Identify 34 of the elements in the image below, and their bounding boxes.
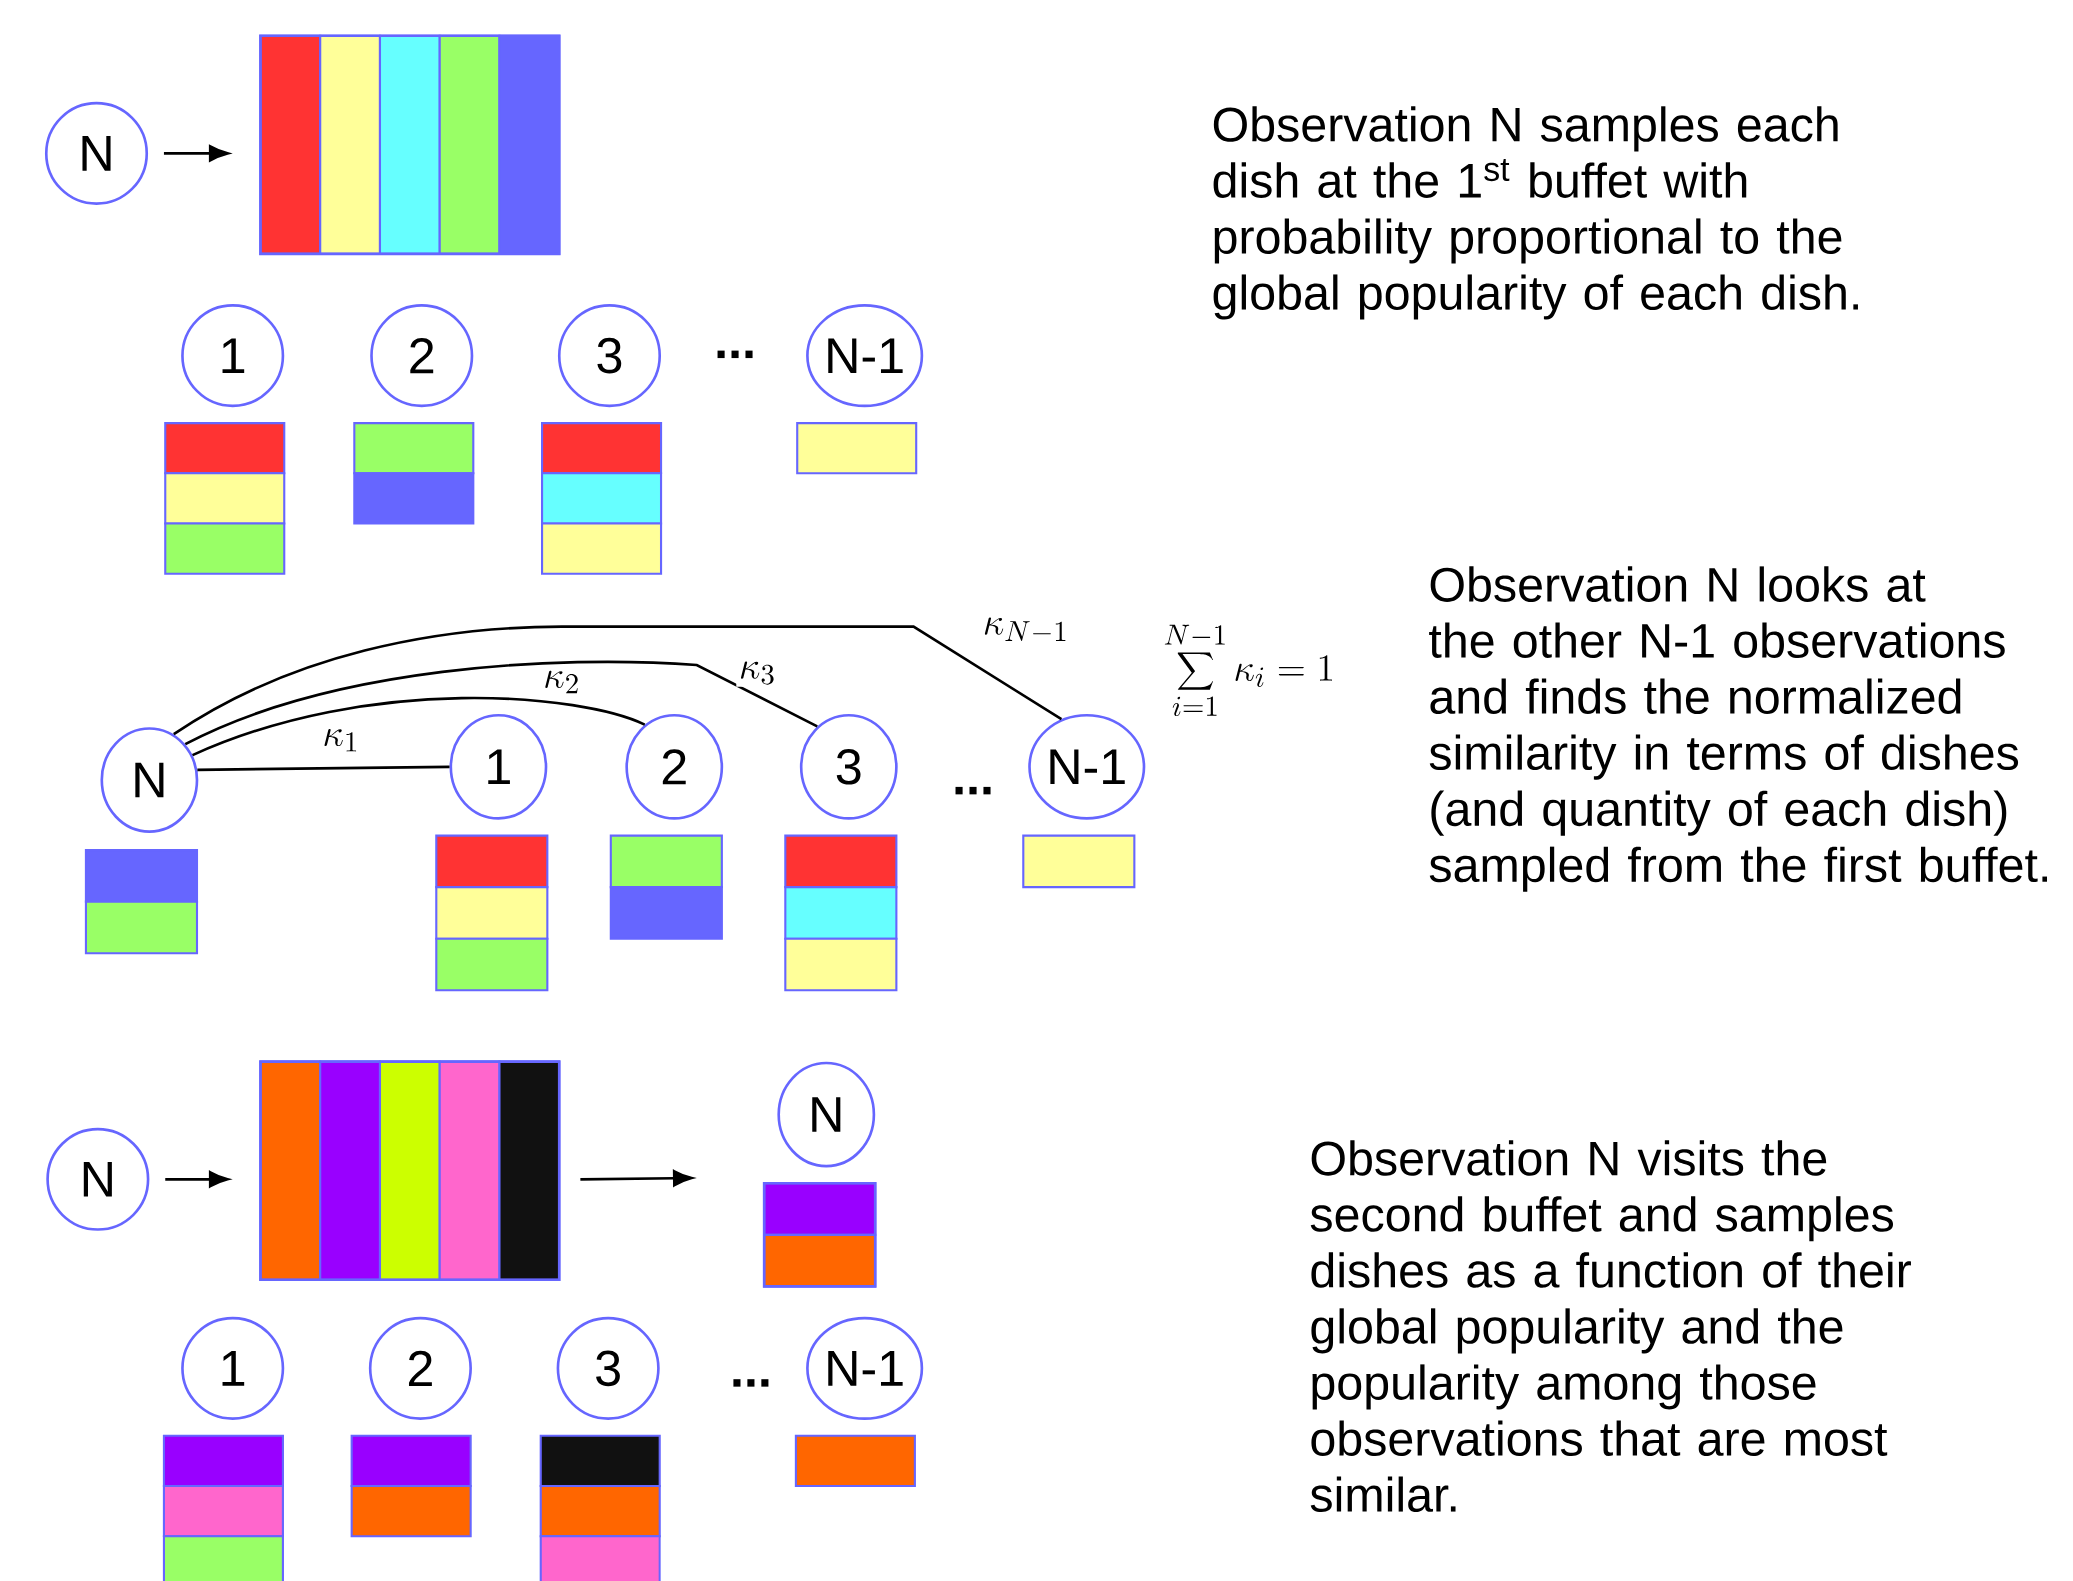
edge-label: $\kappa_2$ xyxy=(540,668,584,696)
circle-node: 1 xyxy=(181,1316,285,1420)
description-text: Observation N samples each dish at the 1$^{st}$ buffet with probability proportional to the global popularity of each dish. xyxy=(1213,106,1858,320)
edge-label: $\kappa_1$ xyxy=(319,726,363,754)
connector-line xyxy=(184,660,818,746)
circle-node: 3 xyxy=(556,1316,660,1420)
circle-node: N xyxy=(777,1061,876,1168)
description-text: Observation N visits the second buffet and samples dishes as a function of their global popularity and the popularity among those observations that are most similar. xyxy=(1310,1140,1911,1512)
circle-node: 3 xyxy=(557,304,662,408)
buffet-drawing xyxy=(259,1060,561,1281)
circle-node: N-1 xyxy=(806,1316,924,1420)
circle-node: N xyxy=(46,1127,150,1231)
connector-line xyxy=(197,765,450,772)
buffet-drawing xyxy=(259,34,561,256)
circle-node: N xyxy=(44,101,149,205)
circle-node: 1 xyxy=(449,713,548,820)
ellipsis: ... xyxy=(733,1379,769,1387)
circle-node: 3 xyxy=(799,713,898,820)
edge-label: $\kappa_3$ xyxy=(736,659,779,687)
circle-node: N xyxy=(100,727,199,833)
circle-node: 2 xyxy=(368,1316,472,1420)
circle-node: 2 xyxy=(370,304,474,408)
circle-node: N-1 xyxy=(806,304,924,408)
description-text: Observation N looks at the other N-1 observations and finds the normalized similarity in terms of dishes (and quantity of each dish) sampled from the first buffet. xyxy=(1429,566,2047,892)
edge-label: $\kappa_{N-1}$ xyxy=(980,615,1072,646)
circle-node: 1 xyxy=(181,304,285,408)
ellipsis: ... xyxy=(955,786,991,795)
dish-stack-drawing xyxy=(762,1181,877,1288)
connector-line xyxy=(192,696,646,757)
circle-node: N-1 xyxy=(1028,713,1146,820)
ellipsis: ... xyxy=(717,350,753,358)
connector-line xyxy=(173,625,1063,736)
circle-node: 2 xyxy=(625,713,724,820)
sum-formula: $\sum_{i=1}^{N-1} \kappa_i = 1$ xyxy=(1164,624,1332,716)
